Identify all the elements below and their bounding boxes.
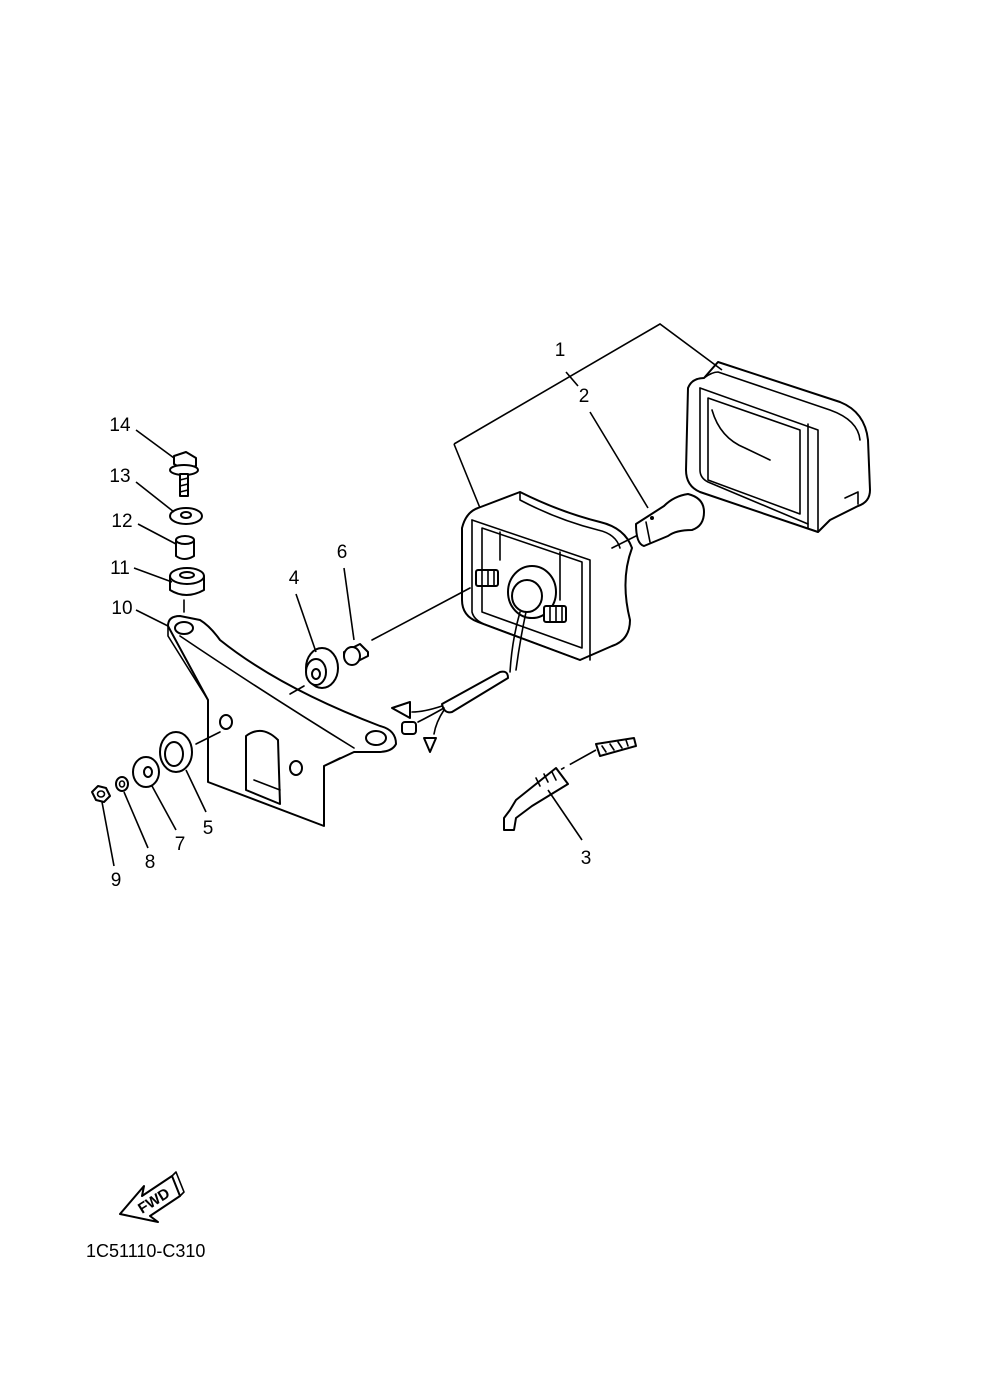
callout-13: 13 — [109, 466, 130, 487]
spring-washer-8 — [115, 776, 129, 792]
callout-4: 4 — [289, 568, 300, 589]
grommet-11 — [169, 567, 205, 596]
washer-7 — [132, 756, 160, 788]
callout-11: 11 — [110, 558, 130, 579]
callout-6: 6 — [337, 542, 348, 563]
wire-harness — [391, 670, 509, 753]
axis-line-5 — [195, 731, 221, 745]
nut-9 — [91, 785, 111, 803]
callout-1: 1 — [555, 340, 566, 361]
axis-line-4 — [289, 685, 305, 695]
axis-line-6 — [371, 587, 471, 641]
leader-1-bracket — [453, 323, 723, 509]
leader-lines — [101, 371, 649, 867]
callout-3: 3 — [581, 848, 592, 869]
diagram-code: 1C51110-C310 — [86, 1241, 205, 1261]
bracket — [167, 615, 397, 827]
washer-13 — [169, 507, 203, 525]
collar-12 — [175, 535, 195, 560]
callout-8: 8 — [145, 852, 156, 873]
cable-tie — [503, 737, 637, 831]
bulb — [635, 493, 705, 547]
spacer-5 — [159, 731, 193, 773]
callout-12: 12 — [111, 511, 132, 532]
fwd-arrow: FWD — [119, 1171, 185, 1223]
collar-6 — [343, 643, 369, 666]
callout-10: 10 — [111, 598, 132, 619]
callout-14: 14 — [109, 415, 131, 436]
axis-line-bulb — [611, 535, 637, 549]
tail-lamp-housing — [461, 491, 633, 673]
callout-9: 9 — [111, 870, 122, 891]
callout-5: 5 — [203, 818, 214, 839]
grommet-4 — [305, 647, 339, 689]
callout-7: 7 — [175, 834, 186, 855]
bolt — [169, 451, 199, 497]
tail-lamp-lens — [685, 361, 871, 533]
callout-2: 2 — [579, 386, 590, 407]
